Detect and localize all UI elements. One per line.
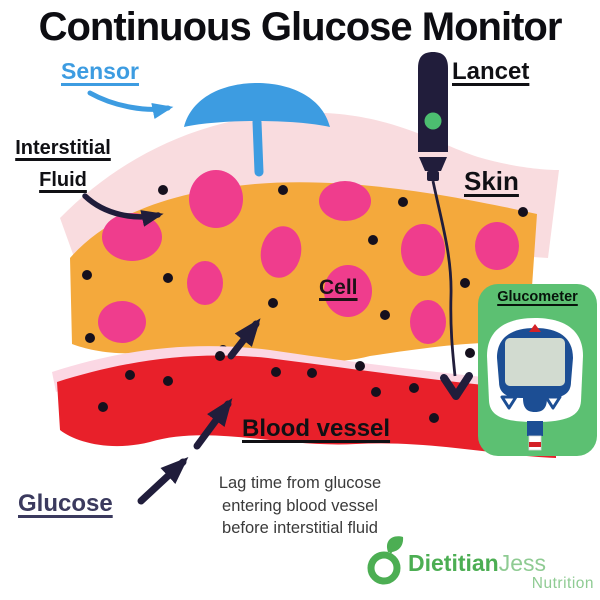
caption-line2: entering blood vessel xyxy=(222,496,378,515)
meter-indicator-icon xyxy=(529,324,541,332)
lancet-needle-line xyxy=(431,180,457,377)
lancet-shape xyxy=(418,52,473,400)
sensor-filament xyxy=(252,117,264,177)
glucometer-label: Glucometer xyxy=(497,289,578,305)
interstitial-arrow-icon xyxy=(82,193,164,227)
sensor-dome xyxy=(184,83,330,127)
meter-button-right xyxy=(544,395,562,410)
interstitial-fluid-line1: Interstitial xyxy=(15,137,111,159)
lag-time-caption: Lag time from glucose entering blood ves… xyxy=(188,472,412,540)
strip-slot xyxy=(527,421,543,436)
cell-label: Cell xyxy=(319,276,358,299)
lancet-button xyxy=(424,112,442,130)
blood-vessel-label: Blood vessel xyxy=(242,415,391,442)
page-title: Continuous Glucose Monitor xyxy=(38,5,563,49)
sensor-label: Sensor xyxy=(61,58,139,84)
skin-label: Skin xyxy=(464,166,519,196)
lancet-label: Lancet xyxy=(452,58,530,85)
glucometer-screen xyxy=(505,338,565,386)
brand-logo: DietitianJess xyxy=(408,550,546,577)
apple-leaf-icon xyxy=(367,536,404,585)
cell-shapes xyxy=(98,170,519,344)
caption-line1: Lag time from glucose xyxy=(218,474,382,492)
brand-name-light: Jess xyxy=(498,550,547,576)
glucose-label: Glucose xyxy=(18,490,113,517)
brand-subtitle: Nutrition xyxy=(531,575,594,592)
caption-line3: before interstitial fluid xyxy=(222,519,378,538)
interstitial-fluid-label: Interstitial Fluid xyxy=(0,132,126,196)
glucometer-card xyxy=(478,284,597,456)
sensor-arrow-icon xyxy=(87,90,174,119)
glucose-arrow-3-icon xyxy=(227,318,261,360)
arrow-down-icon xyxy=(440,372,473,400)
sensor-shape xyxy=(184,83,330,177)
annotation-arrows xyxy=(82,90,261,505)
glucose-arrow-1-icon xyxy=(137,456,189,505)
interstitial-fluid-line2: Fluid xyxy=(39,169,87,191)
blood-vessel-layer xyxy=(57,355,556,458)
meter-button-left xyxy=(500,395,518,410)
brand-name-bold: Dietitian xyxy=(408,550,499,576)
glucose-arrow-2-icon xyxy=(193,398,233,450)
